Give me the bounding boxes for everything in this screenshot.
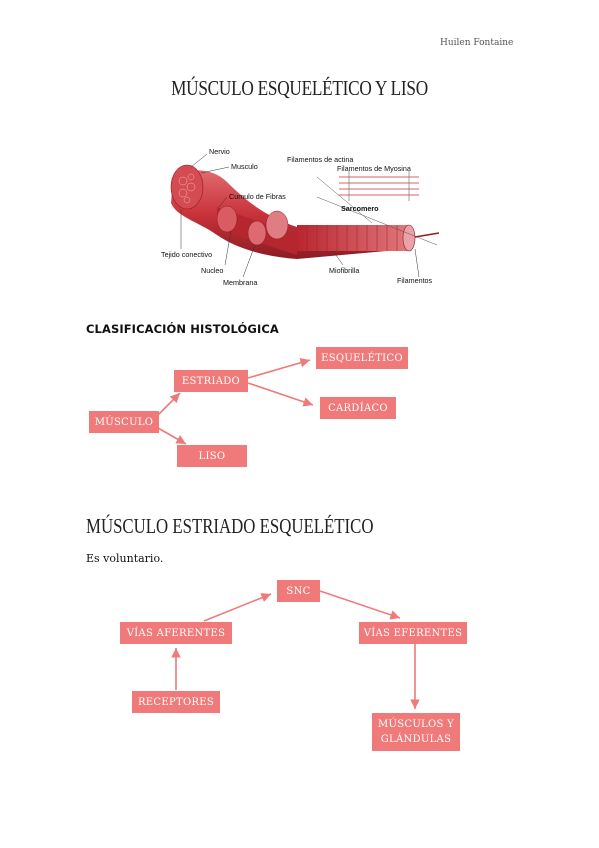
label-nucleo: Nucleo <box>201 266 223 275</box>
arrow-snc-eferentes <box>319 590 401 620</box>
box-esqueletico: ESQUELÉTICO <box>316 347 408 369</box>
box-musculo: MÚSCULO <box>89 411 159 433</box>
arrow-musculo-estriado <box>157 392 181 416</box>
box-liso: LISO <box>177 445 247 467</box>
label-tejido: Tejido conectivo <box>161 250 212 259</box>
box-estriado: ESTRIADO <box>174 370 248 392</box>
label-myosina: Filamentos de Myosina <box>337 164 411 173</box>
section-heading-clasificacion: CLASIFICACIÓN HISTOLÓGICA <box>86 322 279 336</box>
box-receptores: RECEPTORES <box>132 691 220 713</box>
label-nervio: Nervio <box>209 147 230 156</box>
muscle-illustration: Nervio Musculo Cumulo de Fibras Tejido c… <box>161 147 440 287</box>
box-vias-aferentes: VÍAS AFERENTES <box>120 622 232 644</box>
box-vias-eferentes: VÍAS EFERENTES <box>359 622 467 644</box>
label-sarcomero: Sarcomero <box>341 204 379 213</box>
label-filamentos: Filamentos <box>397 276 433 285</box>
page-title: MÚSCULO ESQUELÉTICO Y LISO <box>171 76 428 100</box>
box-musculos-glandulas: MÚSCULOS Y GLÁNDULAS <box>372 713 460 751</box>
box-cardiaco: CARDÍACO <box>320 397 396 419</box>
arrow-estriado-esqueletico <box>247 358 311 379</box>
box-musculos-line1: MÚSCULOS Y <box>377 719 455 730</box>
paragraph-voluntario: Es voluntario. <box>86 552 164 565</box>
muscle-anatomy-figure: Nervio Musculo Cumulo de Fibras Tejido c… <box>157 137 441 291</box>
arrow-estriado-cardiaco <box>247 382 314 407</box>
label-cumulo: Cumulo de Fibras <box>229 192 286 201</box>
label-musculo: Musculo <box>231 162 258 171</box>
label-miofibrilla: Miofibrilla <box>329 266 359 275</box>
arrow-aferentes-snc <box>203 593 272 622</box>
label-actina: Filamentos de actina <box>287 155 353 164</box>
section-heading-estriado: MÚSCULO ESTRIADO ESQUELÉTICO <box>86 514 374 538</box>
box-musculos-line2: GLÁNDULAS <box>380 734 452 745</box>
arrow-musculo-liso <box>157 427 187 445</box>
author-name: Huilen Fontaine <box>440 38 514 48</box>
box-snc: SNC <box>277 580 320 602</box>
label-membrana: Membrana <box>223 278 257 287</box>
